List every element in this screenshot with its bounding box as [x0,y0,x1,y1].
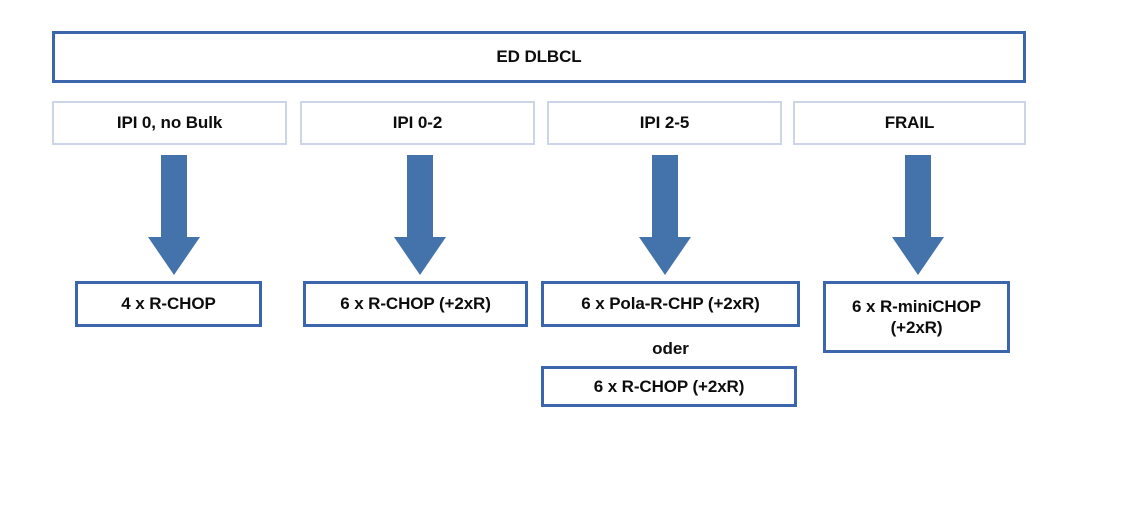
root-box-ed-dlbcl: ED DLBCL [52,31,1026,83]
treatment-label-6x-r-minichop-line2: (+2xR) [890,318,943,337]
treatment-label-6x-pola-r-chp: 6 x Pola-R-CHP (+2xR) [581,294,760,314]
risk-group-box-ipi0-nobulk: IPI 0, no Bulk [52,101,287,145]
treatment-label-6x-r-chop: 6 x R-CHOP (+2xR) [340,294,491,314]
treatment-box-4x-r-chop: 4 x R-CHOP [75,281,262,327]
arrow-down-ipi0-2 [394,155,446,275]
treatment-label-4x-r-chop: 4 x R-CHOP [121,294,216,314]
risk-group-box-frail: FRAIL [793,101,1026,145]
risk-group-label-frail: FRAIL [884,113,935,133]
treatment-box-6x-r-chop: 6 x R-CHOP (+2xR) [303,281,528,327]
risk-group-label-ipi2-5: IPI 2-5 [639,113,690,133]
arrow-down-ipi0-nobulk [148,155,200,275]
risk-group-box-ipi0-2: IPI 0-2 [300,101,535,145]
treatment-label-alternative-6x-r-chop: 6 x R-CHOP (+2xR) [593,376,745,396]
risk-group-box-ipi2-5: IPI 2-5 [547,101,782,145]
risk-group-label-ipi0-nobulk: IPI 0, no Bulk [116,113,223,133]
risk-group-label-ipi0-2: IPI 0-2 [392,113,443,133]
arrow-down-frail [892,155,944,275]
treatment-box-6x-r-minichop: 6 x R-miniCHOP (+2xR) [823,281,1010,353]
arrow-down-ipi2-5 [639,155,691,275]
root-box-label: ED DLBCL [496,47,582,67]
treatment-box-alternative-6x-r-chop: 6 x R-CHOP (+2xR) [541,366,797,407]
alternative-connector-oder: oder [652,339,689,358]
treatment-box-6x-pola-r-chp: 6 x Pola-R-CHP (+2xR) [541,281,800,327]
treatment-label-6x-r-minichop-line1: 6 x R-miniCHOP [852,296,981,316]
